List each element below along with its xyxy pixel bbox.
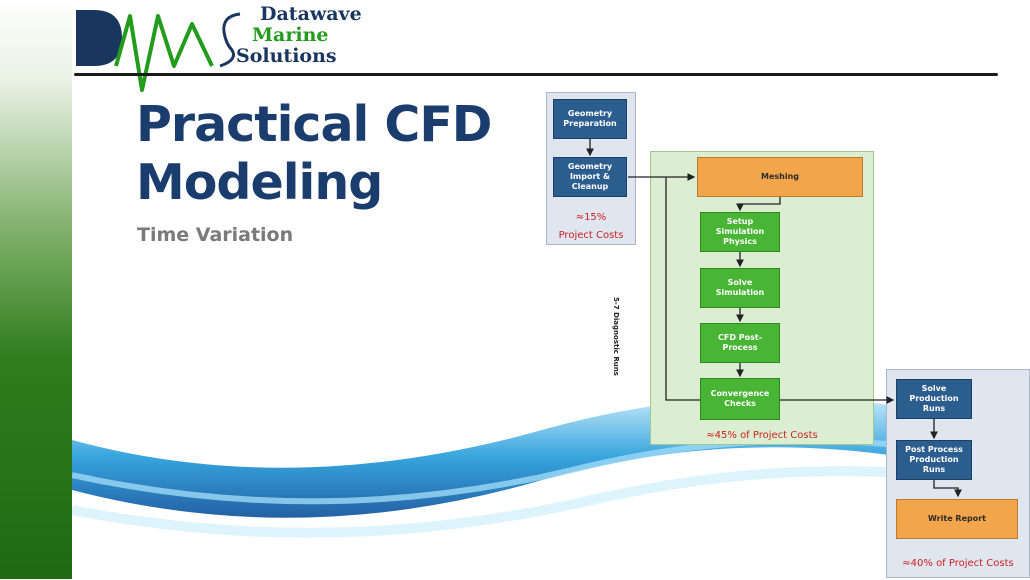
sidebar-gradient [0, 0, 72, 579]
stage1-cost-percent: ≈15% [575, 212, 607, 223]
convergence-checks-step: Convergence Checks [700, 378, 780, 420]
geometry-import-step: Geometry Import & Cleanup [553, 157, 627, 197]
post-process-production-step: Post Process Production Runs [896, 440, 972, 480]
logo-wordmark: Datawave Marine Solutions [236, 4, 366, 67]
logo-line-marine: Marine [252, 24, 329, 46]
header-divider [74, 73, 998, 76]
slide-title-line1: Practical CFD [136, 96, 492, 153]
cfd-post-process-step: CFD Post-Process [700, 323, 780, 363]
stage1-cost-label: Project Costs [558, 230, 624, 241]
solve-simulation-step: Solve Simulation [700, 268, 780, 308]
logo-line-solutions: Solutions [236, 45, 337, 67]
slide-title-line2: Modeling [136, 154, 383, 211]
write-report-step: Write Report [896, 499, 1018, 539]
geometry-preparation-step: Geometry Preparation [553, 99, 627, 139]
stage2-cost-label: ≈45% of Project Costs [706, 430, 818, 441]
dms-logo-mark [76, 10, 241, 92]
setup-simulation-step: Setup Simulation Physics [700, 212, 780, 252]
meshing-step: Meshing [697, 157, 863, 197]
logo-line-datawave: Datawave [260, 3, 362, 25]
slide-title: Practical CFD Modeling [136, 96, 536, 212]
stage3-cost-label: ≈40% of Project Costs [902, 558, 1014, 569]
solve-production-runs-step: Solve Production Runs [896, 379, 972, 419]
slide-subtitle: Time Variation [137, 224, 294, 246]
diagnostic-runs-label: 5-7 Diagnostic Runs [612, 297, 620, 376]
